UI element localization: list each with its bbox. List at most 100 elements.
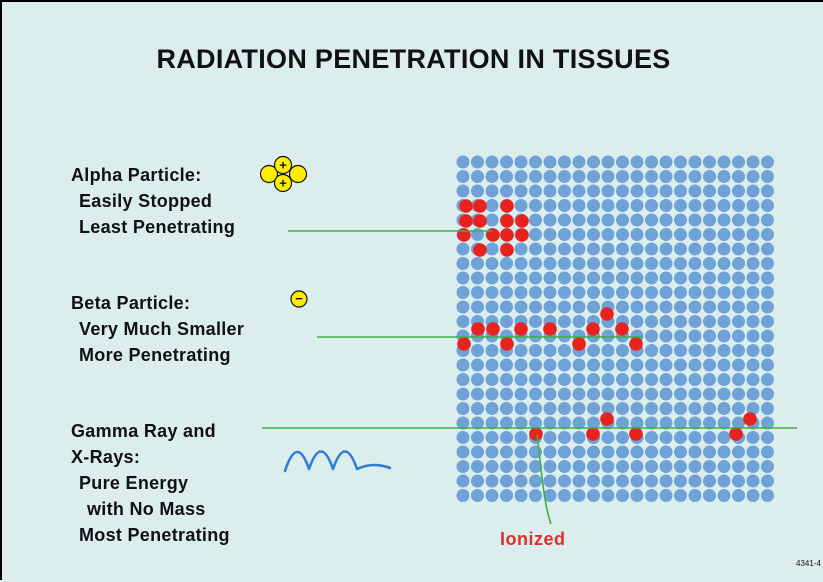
tissue-atom xyxy=(717,271,731,285)
tissue-atom xyxy=(456,474,470,488)
tissue-atom xyxy=(616,445,629,459)
tissue-atom xyxy=(659,242,673,256)
tissue-atom xyxy=(616,402,629,415)
tissue-atom xyxy=(529,286,542,299)
tissue-atom xyxy=(456,170,470,183)
tissue-atom xyxy=(645,213,658,227)
tissue-atom xyxy=(587,489,600,502)
tissue-atom xyxy=(732,329,745,343)
tissue-atom xyxy=(703,286,716,299)
tissue-atom xyxy=(630,489,644,502)
tissue-atom xyxy=(659,257,673,270)
tissue-atom xyxy=(572,271,586,285)
tissue-atom xyxy=(514,184,528,198)
tissue-atom xyxy=(485,344,499,357)
tissue-atom xyxy=(558,445,571,459)
tissue-atom xyxy=(616,489,629,502)
tissue-atom xyxy=(485,271,499,285)
tissue-atom xyxy=(732,344,745,357)
ionized-atom xyxy=(515,214,529,228)
tissue-atom xyxy=(732,257,745,270)
tissue-atom xyxy=(601,489,615,502)
ionized-atom xyxy=(529,427,543,441)
tissue-atom xyxy=(572,286,586,299)
tissue-atom xyxy=(572,184,586,198)
tissue-atom xyxy=(746,373,760,386)
ionized-pointer-line xyxy=(536,434,552,525)
tissue-atom xyxy=(659,228,673,241)
tissue-atom xyxy=(456,445,470,459)
tissue-atom xyxy=(514,242,528,256)
tissue-atom xyxy=(616,474,629,488)
tissue-atom xyxy=(674,300,687,314)
tissue-atom xyxy=(601,402,615,415)
tissue-atom xyxy=(572,402,586,415)
tissue-atom xyxy=(732,489,745,502)
tissue-atom xyxy=(645,445,658,459)
ionized-atom xyxy=(572,337,586,351)
tissue-atom xyxy=(601,358,615,372)
tissue-atom xyxy=(587,228,600,241)
tissue-atom xyxy=(732,184,745,198)
tissue-atom xyxy=(688,329,702,343)
tissue-atom xyxy=(543,257,557,270)
tissue-atom xyxy=(587,213,600,227)
tissue-atom xyxy=(717,329,731,343)
tissue-atom xyxy=(659,416,673,430)
tissue-atom xyxy=(485,402,499,415)
tissue-atom xyxy=(543,242,557,256)
tissue-atom xyxy=(587,271,600,285)
tissue-atom xyxy=(688,300,702,314)
tissue-atom xyxy=(659,358,673,372)
ionized-atom xyxy=(459,199,473,213)
tissue-atom xyxy=(659,286,673,299)
tissue-atom xyxy=(761,474,774,488)
tissue-atom xyxy=(456,373,470,386)
tissue-atom xyxy=(485,489,499,502)
tissue-atom xyxy=(761,416,774,430)
tissue-atom xyxy=(601,344,615,357)
tissue-atom xyxy=(558,170,571,183)
tissue-atom xyxy=(601,329,615,343)
tissue-atom xyxy=(500,445,513,459)
tissue-atom xyxy=(572,373,586,386)
tissue-atom xyxy=(500,460,513,473)
tissue-atom xyxy=(645,387,658,401)
gamma-line-1: X-Rays: xyxy=(71,447,141,467)
tissue-atom xyxy=(659,155,673,169)
tissue-atom xyxy=(514,344,528,357)
tissue-atom xyxy=(659,489,673,502)
tissue-atom xyxy=(746,170,760,183)
tissue-atom xyxy=(717,358,731,372)
tissue-atom xyxy=(572,460,586,473)
tissue-atom xyxy=(688,257,702,270)
tissue-atom xyxy=(558,474,571,488)
tissue-atom xyxy=(572,228,586,241)
tissue-atom xyxy=(645,416,658,430)
tissue-atom xyxy=(688,489,702,502)
tissue-atom xyxy=(703,199,716,212)
tissue-atom xyxy=(587,155,600,169)
tissue-atom xyxy=(529,387,542,401)
ionized-atom xyxy=(743,412,757,426)
tissue-atom xyxy=(558,431,571,444)
tissue-atom xyxy=(659,460,673,473)
tissue-atom xyxy=(543,184,557,198)
tissue-atom xyxy=(674,416,687,430)
tissue-atom xyxy=(688,460,702,473)
tissue-atom xyxy=(703,402,716,415)
tissue-atom xyxy=(543,286,557,299)
tissue-atom xyxy=(616,199,629,212)
tissue-atom xyxy=(674,460,687,473)
tissue-atom xyxy=(543,271,557,285)
tissue-atom xyxy=(761,315,774,328)
tissue-atom xyxy=(601,474,615,488)
tissue-atom xyxy=(616,155,629,169)
tissue-atom xyxy=(558,344,571,357)
tissue-atom xyxy=(717,286,731,299)
tissue-atom xyxy=(688,228,702,241)
tissue-atom xyxy=(601,213,615,227)
tissue-atom xyxy=(688,445,702,459)
ionized-atom xyxy=(473,214,487,228)
tissue-atom xyxy=(529,315,542,328)
